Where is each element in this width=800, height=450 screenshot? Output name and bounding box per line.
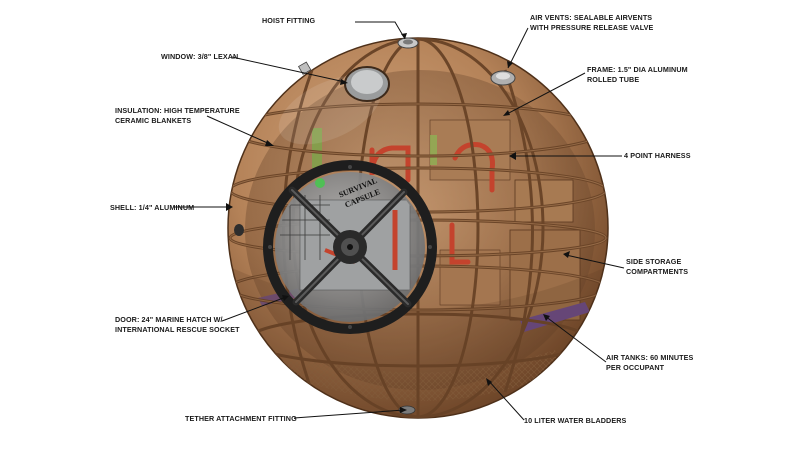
label-frame-line2: ROLLED TUBE xyxy=(587,75,639,84)
label-frame-line1: FRAME: 1.5" DIA ALUMINUM xyxy=(587,65,688,74)
marine-hatch-door xyxy=(263,160,437,334)
label-side-storage-line2: COMPARTMENTS xyxy=(626,267,688,276)
label-air-vents-line2: WITH PRESSURE RELEASE VALVE xyxy=(530,23,654,32)
label-window: WINDOW: 3/8" LEXAN xyxy=(161,52,238,61)
label-side-storage-line1: SIDE STORAGE xyxy=(626,257,681,266)
air-vent xyxy=(490,70,516,86)
label-insulation-line2: CERAMIC BLANKETS xyxy=(115,116,191,125)
leader-lines xyxy=(173,21,625,421)
window-porthole xyxy=(344,66,390,102)
label-air-vents-line1: AIR VENTS: SEALABLE AIRVENTS xyxy=(530,13,652,22)
label-insulation-line1: INSULATION: HIGH TEMPERATURE xyxy=(115,106,240,115)
label-tether: TETHER ATTACHMENT FITTING xyxy=(185,414,297,423)
label-door-line2: INTERNATIONAL RESCUE SOCKET xyxy=(115,325,240,334)
label-hoist-fitting: HOIST FITTING xyxy=(262,16,316,25)
label-air-tanks-line2: PER OCCUPANT xyxy=(606,363,665,372)
label-harness: 4 POINT HARNESS xyxy=(624,151,691,160)
shell-fitting xyxy=(234,224,244,236)
hoist-fitting xyxy=(397,37,419,49)
air-tank xyxy=(520,302,590,332)
label-door-line1: DOOR: 24" MARINE HATCH W/ xyxy=(115,315,223,324)
label-water-bladders: 10 LITER WATER BLADDERS xyxy=(524,416,627,425)
callout-labels: HOIST FITTING AIR VENTS: SEALABLE AIRVEN… xyxy=(110,13,694,425)
label-shell: SHELL: 1/4" ALUMINUM xyxy=(110,203,194,212)
label-air-tanks-line1: AIR TANKS: 60 MINUTES xyxy=(606,353,694,362)
